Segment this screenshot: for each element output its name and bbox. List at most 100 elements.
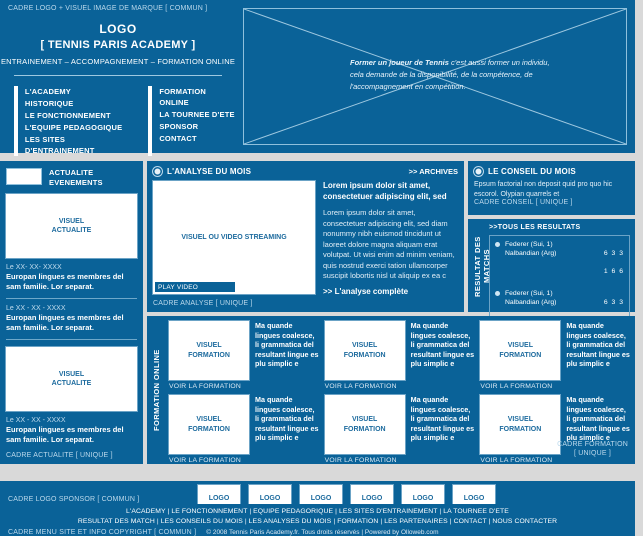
formation-link[interactable]: VOIR LA FORMATION	[169, 383, 242, 390]
formation-row: VISUEL FORMATION Ma quande lingues coale…	[169, 395, 630, 464]
advice-body: Epsum factorial non deposit quid pro quo…	[474, 181, 613, 198]
hero-slogan: Former un joueur de Tennis c'est aussi f…	[350, 57, 555, 93]
formation-visual-line2: FORMATION	[343, 351, 386, 359]
news-item-date: Le XX - XX - XXXX	[6, 417, 66, 424]
sponsors-frame-label: CADRE LOGO SPONSOR [ COMMUN ]	[8, 495, 140, 503]
footer-menu-links-row2[interactable]: RESULTAT DES MATCH | LES CONSEILS DU MOI…	[77, 518, 558, 525]
news-item[interactable]: Le XX - XX - XXXX Europan lingues es mem…	[6, 417, 137, 445]
formation-link[interactable]: VOIR LA FORMATION	[480, 457, 553, 464]
formation-visual[interactable]: VISUEL FORMATION	[169, 321, 249, 380]
formation-visual-line2: FORMATION	[188, 351, 230, 359]
nav-accent-bar	[148, 86, 153, 156]
formation-frame-label-line1: CADRE FORMATION	[557, 441, 628, 448]
formation-visual-line1: VISUEL	[196, 342, 222, 350]
nav-item-equipe-pedagogique[interactable]: L'EQUIPE PEDAGOGIQUE	[24, 123, 123, 132]
formation-frame-label: CADRE FORMATION [ UNIQUE ]	[557, 441, 628, 458]
footer-menu-line2: RESULTAT DES MATCH | LES CONSEILS DU MOI…	[8, 517, 627, 527]
news-item-date: Le XX - XX - XXXX	[6, 305, 66, 312]
formation-visual-line1: VISUEL	[352, 342, 378, 350]
news-visual-2[interactable]: VISUEL ACTUALITE	[6, 347, 137, 411]
advice-panel: LE CONSEIL DU MOIS Epsum factorial non d…	[468, 161, 635, 215]
header-nav-column-right: FORMATION ONLINE LA TOURNEE D'ETE SPONSO…	[148, 86, 236, 156]
news-item-text: Europan lingues es membres del sam famil…	[6, 313, 124, 332]
formation-row: VISUEL FORMATION Ma quande lingues coale…	[169, 321, 630, 390]
formation-description: Ma quande lingues coalesce, li grammatic…	[410, 395, 475, 442]
formation-description: Ma quande lingues coalesce, li grammatic…	[255, 321, 319, 368]
nav-item-sites-entrainement[interactable]: LES SITES D'ENTRAINEMENT	[24, 135, 95, 155]
footer-copyright: © 2008 Tennis Paris Academy.fr. Tous dro…	[206, 529, 439, 536]
all-results-link[interactable]: >>TOUS LES RESULTATS	[489, 224, 581, 231]
news-header: ACTUALITE EVENEMENTS	[6, 168, 137, 187]
nav-item-tournee-ete[interactable]: LA TOURNEE D'ETE	[159, 110, 235, 119]
match-row[interactable]: Federer (Sui, 1) Nalbandian (Arg) 6 3 3 …	[495, 240, 624, 285]
hero-slogan-strong: Former un joueur de Tennis	[350, 58, 449, 67]
formation-link[interactable]: VOIR LA FORMATION	[480, 383, 553, 390]
hero-slogan-rest: c'est aussi former un individu, cela dem…	[350, 58, 550, 91]
formation-visual-line1: VISUEL	[352, 416, 378, 424]
nav-item-academy[interactable]: L'ACADEMY	[24, 87, 71, 96]
video-placeholder-label: VISUEL OU VIDEO STREAMING	[181, 234, 287, 241]
formation-visual-line1: VISUEL	[507, 416, 533, 424]
formation-link[interactable]: VOIR LA FORMATION	[169, 457, 242, 464]
brand-block: LOGO [ TENNIS PARIS ACADEMY ] ENTRAINEME…	[0, 22, 236, 76]
analysis-panel: L'ANALYSE DU MOIS >> ARCHIVES VISUEL OU …	[147, 161, 464, 312]
news-title-line1: ACTUALITE	[49, 168, 94, 177]
formation-visual[interactable]: VISUEL FORMATION	[480, 321, 561, 380]
bullet-icon	[495, 291, 500, 296]
news-divider	[6, 298, 137, 299]
news-icon	[6, 168, 42, 185]
news-frame-label: CADRE ACTUALITE [ UNIQUE ]	[6, 452, 113, 459]
nav-item-sponsor[interactable]: SPONSOR	[159, 122, 199, 131]
footer-menu-line1: L'ACADEMY | LE FONCTIONNEMENT | EQUIPE P…	[8, 507, 627, 517]
video-player-placeholder[interactable]: VISUEL OU VIDEO STREAMING PLAY VIDEO	[153, 181, 315, 294]
news-item-text: Europan lingues es membres del sam famil…	[6, 425, 124, 444]
formation-description: Ma quande lingues coalesce, li grammatic…	[566, 321, 630, 368]
header-nav: L'ACADEMY HISTORIQUE LE FONCTIONNEMENT L…	[14, 86, 236, 156]
archives-link[interactable]: >> ARCHIVES	[408, 167, 458, 176]
formation-link[interactable]: VOIR LA FORMATION	[324, 457, 397, 464]
footer-frame-label: CADRE MENU SITE ET INFO COPYRIGHT [ COMM…	[8, 529, 197, 536]
play-video-button[interactable]: PLAY VIDEO	[155, 282, 235, 292]
footer-menu-links-row1[interactable]: L'ACADEMY | LE FONCTIONNEMENT | EQUIPE P…	[126, 508, 509, 515]
nav-item-fonctionnement[interactable]: LE FONCTIONNEMENT	[24, 111, 111, 120]
match-results-vertical-label: RESULTAT DES MATCHS	[473, 236, 491, 297]
formation-visual-line2: FORMATION	[343, 425, 386, 433]
analysis-frame-label: CADRE ANALYSE [ UNIQUE ]	[153, 299, 253, 307]
formation-card[interactable]: VISUEL FORMATION Ma quande lingues coale…	[324, 395, 475, 464]
nav-item-formation-online[interactable]: FORMATION ONLINE	[159, 87, 206, 107]
formation-link[interactable]: VOIR LA FORMATION	[324, 383, 397, 390]
news-panel: ACTUALITE EVENEMENTS VISUEL ACTUALITE Le…	[0, 161, 143, 464]
formation-visual[interactable]: VISUEL FORMATION	[324, 395, 405, 454]
news-item-date: Le XX- XX- XXXX	[6, 264, 62, 271]
news-item-text: Europan lingues es membres del sam famil…	[6, 272, 124, 291]
news-divider	[6, 339, 137, 340]
formation-description: Ma quande lingues coalesce, li grammatic…	[566, 395, 630, 442]
news-visual-1[interactable]: VISUEL ACTUALITE	[6, 194, 137, 258]
tennis-ball-icon	[474, 167, 483, 176]
formation-card[interactable]: VISUEL FORMATION Ma quande lingues coale…	[480, 321, 630, 390]
news-visual-label-line1: VISUEL	[58, 370, 85, 378]
hero-image-placeholder: Former un joueur de Tennis c'est aussi f…	[243, 8, 627, 145]
news-item[interactable]: Le XX - XX - XXXX Europan lingues es mem…	[6, 305, 137, 333]
formation-vertical-label: FORMATION ONLINE	[152, 349, 161, 432]
header-nav-column-left: L'ACADEMY HISTORIQUE LE FONCTIONNEMENT L…	[14, 86, 134, 156]
formation-card[interactable]: VISUEL FORMATION Ma quande lingues coale…	[169, 321, 319, 390]
formation-frame-label-line2: [ UNIQUE ]	[574, 449, 612, 457]
news-title: ACTUALITE EVENEMENTS	[49, 168, 103, 187]
nav-item-historique[interactable]: HISTORIQUE	[24, 99, 74, 108]
formation-card[interactable]: VISUEL FORMATION Ma quande lingues coale…	[480, 395, 630, 464]
formation-visual[interactable]: VISUEL FORMATION	[480, 395, 561, 454]
formation-card[interactable]: VISUEL FORMATION Ma quande lingues coale…	[169, 395, 319, 464]
formation-visual[interactable]: VISUEL FORMATION	[324, 321, 405, 380]
nav-item-contact[interactable]: CONTACT	[159, 134, 197, 143]
formation-card[interactable]: VISUEL FORMATION Ma quande lingues coale…	[324, 321, 475, 390]
news-visual-label-line2: ACTUALITE	[51, 380, 92, 387]
placeholder-cross-icon	[244, 9, 626, 144]
news-visual-label-line2: ACTUALITE	[51, 227, 92, 234]
news-visual-label-line1: VISUEL	[58, 217, 85, 225]
site-name: [ TENNIS PARIS ACADEMY ]	[40, 39, 196, 51]
news-item[interactable]: Le XX- XX- XXXX Europan lingues es membr…	[6, 264, 137, 292]
formation-visual[interactable]: VISUEL FORMATION	[169, 395, 249, 454]
analysis-read-more-link[interactable]: >> L'analyse complète	[323, 286, 409, 296]
